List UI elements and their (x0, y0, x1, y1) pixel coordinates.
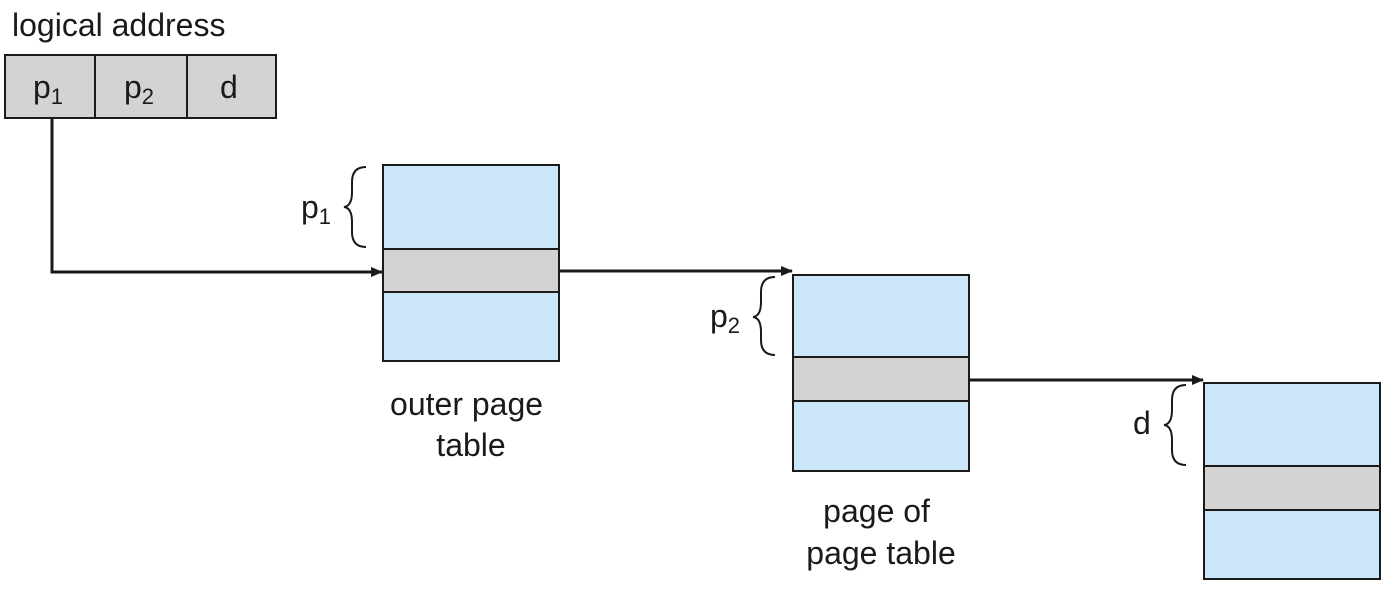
page-of-page-table-caption: page of page table (806, 493, 955, 571)
address-field-d: d (220, 69, 238, 105)
address-field-p1: p1 (33, 69, 63, 109)
memory-page-offset-label: d (1133, 405, 1151, 441)
page-of-page-table (792, 274, 970, 472)
logical-address-title: logical address (12, 7, 225, 43)
outer-page-table (382, 164, 560, 362)
arrow-p1-to-outer-table (50, 118, 383, 277)
memory-page (1203, 382, 1381, 580)
outer-table-caption: outer page table (390, 386, 552, 463)
outer-page-table-entry (382, 248, 560, 293)
brace-icon (1163, 384, 1187, 466)
brace-icon (343, 166, 367, 248)
memory-page-entry (1203, 465, 1381, 511)
outer-table-index-label: p1 (301, 189, 331, 229)
page-of-page-table-index-label: p2 (710, 298, 740, 338)
address-field-p2: p2 (124, 69, 154, 109)
brace-icon (752, 276, 776, 356)
logical-address-register: p1 p2 d (4, 54, 277, 119)
page-of-page-table-entry (792, 356, 970, 402)
